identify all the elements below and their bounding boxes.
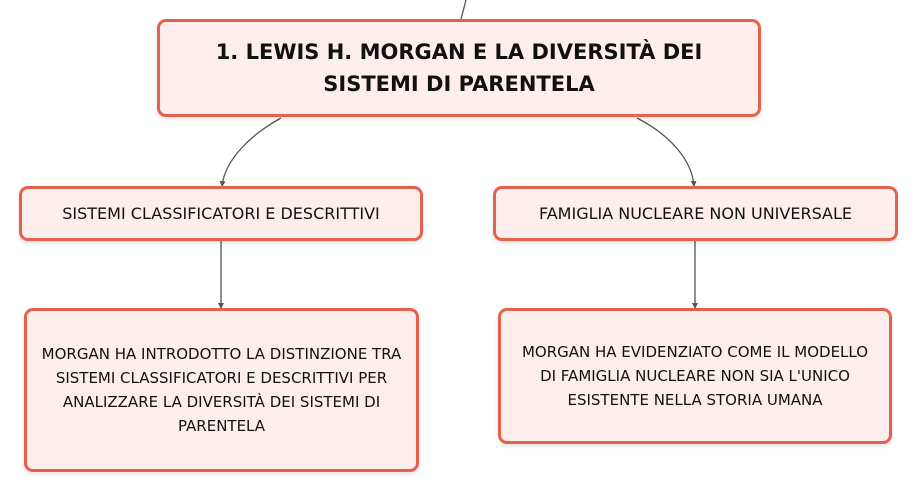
detail-node-text: MORGAN HA INTRODOTTO LA DISTINZIONE TRA … [41, 345, 402, 435]
branch-node-label: SISTEMI CLASSIFICATORI E DESCRITTIVI [62, 204, 380, 223]
detail-node-nuclear-family[interactable]: MORGAN HA EVIDENZIATO COME IL MODELLO DI… [498, 308, 892, 444]
detail-node-text: MORGAN HA EVIDENZIATO COME IL MODELLO DI… [521, 343, 869, 409]
connector-incoming-root [460, 0, 467, 20]
root-node-text: 1. LEWIS H. MORGAN E LA DIVERSITÀ DEI SI… [215, 40, 703, 96]
connector-root-to-left-branch [219, 117, 282, 187]
branch-node-nuclear-family[interactable]: FAMIGLIA NUCLEARE NON UNIVERSALE [493, 186, 898, 241]
root-node[interactable]: 1. LEWIS H. MORGAN E LA DIVERSITÀ DEI SI… [157, 19, 761, 117]
branch-node-classificatory-systems[interactable]: SISTEMI CLASSIFICATORI E DESCRITTIVI [19, 186, 423, 241]
branch-node-label: FAMIGLIA NUCLEARE NON UNIVERSALE [538, 204, 852, 223]
connector-root-to-right-branch [636, 117, 697, 187]
detail-node-classificatory-systems[interactable]: MORGAN HA INTRODOTTO LA DISTINZIONE TRA … [24, 308, 419, 472]
